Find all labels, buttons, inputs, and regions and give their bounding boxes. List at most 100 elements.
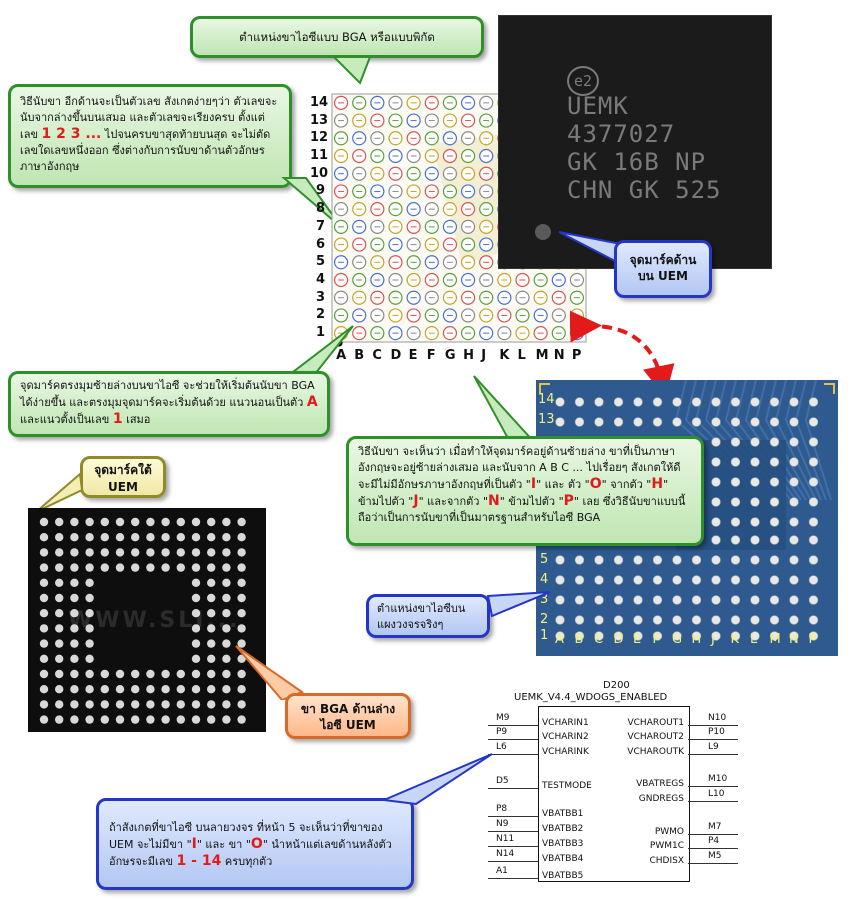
callout-mark-under: จุดมาร์คใต้ UEM xyxy=(80,456,166,498)
pcb-pad xyxy=(808,615,819,625)
pcb-col-label: H xyxy=(691,632,702,647)
pcb-pad xyxy=(808,417,819,427)
pcb-pad xyxy=(808,575,819,585)
grid-ball xyxy=(406,95,421,110)
grid-ball xyxy=(333,95,349,110)
bga-ball xyxy=(85,609,94,618)
bga-ball xyxy=(146,517,155,527)
grid-ball xyxy=(442,219,458,234)
grid-ball xyxy=(406,131,421,146)
grid-col-label: J xyxy=(481,348,487,363)
bga-ball xyxy=(85,533,94,542)
grid-ball xyxy=(497,290,512,305)
grid-ball xyxy=(424,184,439,199)
bga-ball xyxy=(131,533,140,542)
bga-ball xyxy=(131,548,140,557)
bga-ball xyxy=(55,578,64,587)
pcb-pad xyxy=(594,397,604,407)
bga-ball xyxy=(237,593,246,603)
callout-bga-position: ตำแหน่งขาไอซีแบบ BGA หรือแบบพิกัด xyxy=(190,16,484,58)
grid-ball xyxy=(442,326,458,341)
callout-pcb-tail xyxy=(486,591,551,618)
grid-ball xyxy=(388,290,403,305)
pcb-row-label: 5 xyxy=(540,552,549,567)
grid-ball xyxy=(460,326,476,341)
bga-ball xyxy=(207,685,216,694)
grid-ball xyxy=(515,326,530,341)
schematic-pin-number: N14 xyxy=(496,849,515,859)
pcb-pad xyxy=(769,631,780,641)
grid-ball xyxy=(479,95,494,110)
bga-ball xyxy=(55,624,64,633)
grid-ball xyxy=(406,184,421,199)
grid-ball xyxy=(406,113,421,128)
pcb-pad xyxy=(672,631,682,641)
grid-ball xyxy=(388,219,403,234)
grid-row-label: 12 xyxy=(310,130,329,146)
pcb-pad xyxy=(730,437,741,447)
grid-ball xyxy=(333,237,349,252)
grid-ball xyxy=(352,148,367,164)
schematic-pin-line xyxy=(688,848,738,849)
grid-ball xyxy=(497,308,512,323)
schematic-pin-line xyxy=(488,846,538,847)
grid-ball xyxy=(370,148,385,164)
pcb-pad xyxy=(613,555,624,565)
grid-ball xyxy=(370,255,385,270)
pcb-col-label: M xyxy=(769,632,781,647)
pcb-pad xyxy=(594,575,604,585)
pcb-pad xyxy=(613,417,624,427)
bga-ball xyxy=(70,517,79,527)
bga-ball xyxy=(131,715,140,724)
grid-row-label: 5 xyxy=(316,254,326,270)
bga-ball xyxy=(55,593,64,603)
bga-bottom-photo: WWW.SLI... xyxy=(28,508,266,732)
callout-mark-uem: จุดมาร์คด้าน บน UEM xyxy=(614,240,712,298)
pcb-pad xyxy=(652,615,663,625)
schematic-pin-line xyxy=(688,834,738,835)
bga-ball xyxy=(55,685,64,694)
bga-ball xyxy=(207,548,216,557)
bga-ball xyxy=(39,715,49,724)
grid-row-label: 7 xyxy=(316,218,326,234)
chip-mark-dot xyxy=(535,224,551,240)
bga-ball xyxy=(100,548,110,557)
pcb-pad xyxy=(730,477,741,487)
pcb-pad xyxy=(789,417,799,427)
count-text-6: " ข้ามไปตัว " xyxy=(499,495,564,508)
bga-ball xyxy=(191,578,201,587)
bga-ball xyxy=(222,669,231,679)
pcb-col-label: K xyxy=(730,632,740,647)
schematic-pin-name: VCHARIN2 xyxy=(542,732,589,742)
pcb-pad xyxy=(633,575,643,585)
grid-ball xyxy=(370,131,385,146)
bga-ball xyxy=(176,563,185,572)
pcb-pad xyxy=(750,437,760,447)
schematic-pin-number: M9 xyxy=(496,713,510,723)
grid-ball xyxy=(388,237,403,252)
pcb-pad xyxy=(652,631,663,641)
grid-col-label: M xyxy=(535,348,549,363)
grid-ball xyxy=(333,202,349,217)
pcb-pad xyxy=(711,457,721,467)
pcb-pad xyxy=(808,595,819,605)
bga-ball xyxy=(115,669,125,679)
grid-ball xyxy=(569,272,585,288)
bga-ball xyxy=(191,517,201,527)
grid-ball xyxy=(460,113,476,128)
bga-ball xyxy=(222,533,231,542)
bga-ball xyxy=(191,593,201,603)
schematic-pin-line xyxy=(488,831,538,832)
pcb-pad xyxy=(613,575,624,585)
bga-ball xyxy=(39,654,49,663)
pcb-pad xyxy=(750,595,760,605)
schematic-pin-line xyxy=(488,754,538,755)
pcb-pad xyxy=(672,417,682,427)
pcb-pad xyxy=(652,417,663,427)
bga-ball xyxy=(207,517,216,527)
pcb-pad xyxy=(555,631,565,641)
count-p: P xyxy=(563,493,574,509)
grid-ball xyxy=(442,166,458,181)
pcb-pad xyxy=(789,497,799,507)
callout-counting-method: วิธีนับขา จะเห็นว่า เมื่อทำให้จุดมาร์คอย… xyxy=(346,436,704,546)
